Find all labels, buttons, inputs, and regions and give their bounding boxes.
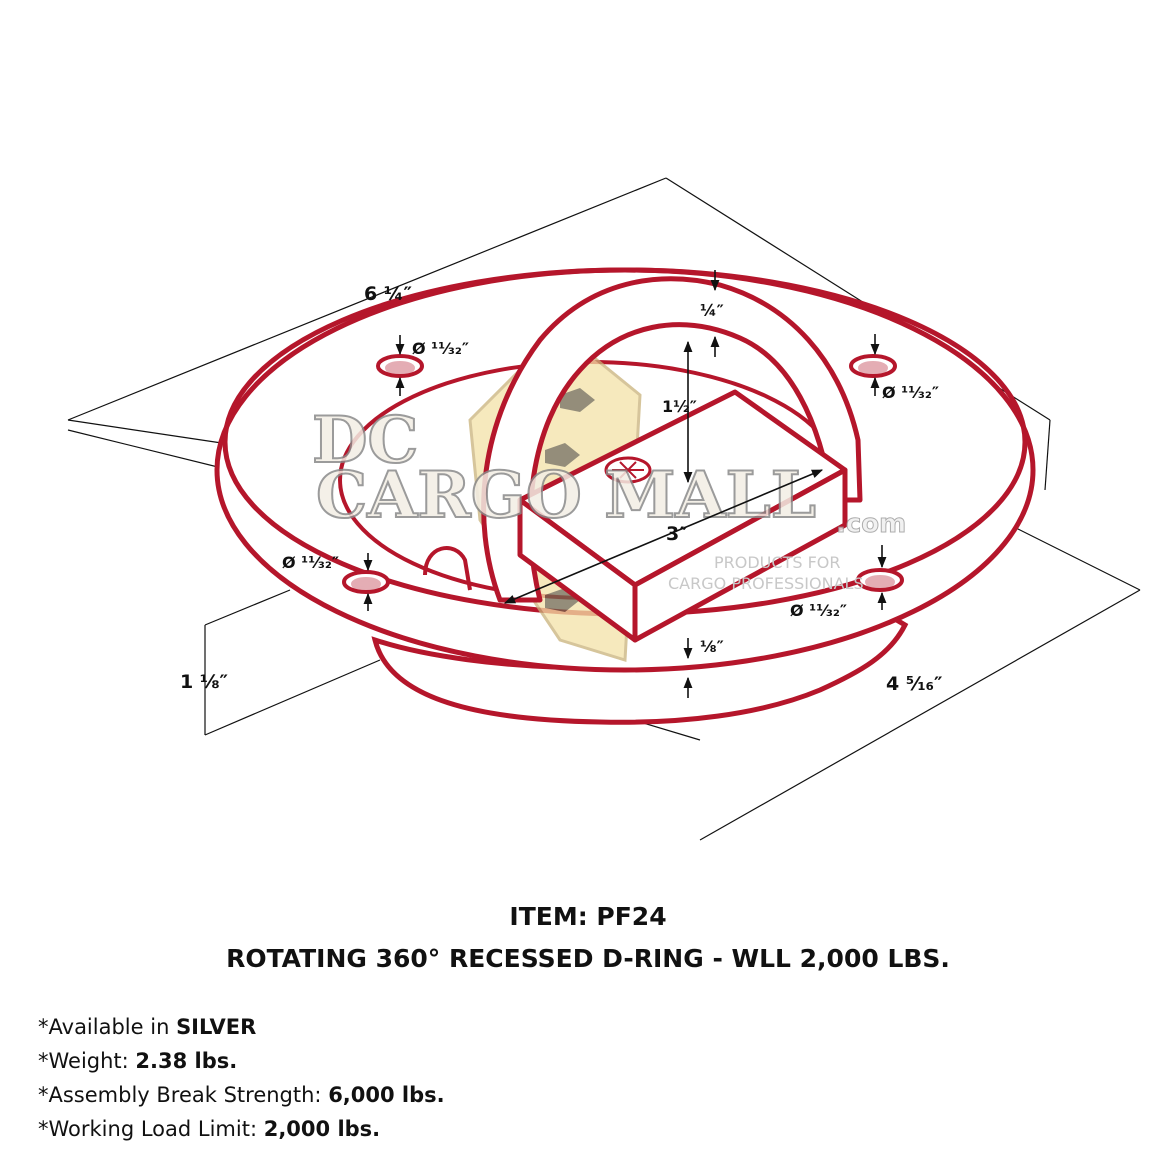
hole-bottom-right: [856, 568, 904, 592]
dim-hole-tl: Ø ¹¹⁄₃₂″: [412, 339, 469, 358]
spec-row-working-load: *Working Load Limit: 2,000 lbs.: [38, 1112, 445, 1146]
watermark-tagline1: PRODUCTS FOR: [714, 553, 841, 572]
spec-value: SILVER: [176, 1015, 257, 1039]
watermark-domain: .com: [836, 509, 906, 539]
product-title: ROTATING 360° RECESSED D-RING - WLL 2,00…: [226, 944, 950, 973]
hole-top-left: [376, 354, 424, 378]
d-ring-diagram: DC CARGO MALL .com PRODUCTS FOR CARGO PR…: [67, 177, 1141, 841]
dim-recess-length: 3″: [666, 523, 688, 545]
spec-list: *Available in SILVER *Weight: 2.38 lbs. …: [38, 1010, 445, 1146]
dimension-arrows: [363, 270, 887, 698]
hole-top-right: [849, 354, 897, 378]
spec-row-break-strength: *Assembly Break Strength: 6,000 lbs.: [38, 1078, 445, 1112]
spec-value: 2,000 lbs.: [263, 1117, 381, 1141]
watermark-line2: CARGO MALL: [316, 458, 816, 533]
dim-hole-bl: Ø ¹¹⁄₃₂″: [282, 553, 339, 572]
dimension-labels: 6 ¼″ ¼″ 1½″ 3″ Ø ¹¹⁄₃₂″ Ø ¹¹⁄₃₂″ Ø ¹¹⁄₃₂…: [180, 283, 943, 695]
watermark-tagline2: CARGO PROFESSIONALS: [668, 574, 864, 593]
dim-ring-thickness: ¼″: [700, 301, 724, 320]
spec-value: 6,000 lbs.: [328, 1083, 445, 1107]
watermark-line1: DC: [312, 403, 418, 478]
spec-row-weight: *Weight: 2.38 lbs.: [38, 1044, 445, 1078]
spec-row-availability: *Available in SILVER: [38, 1010, 445, 1044]
item-title: ITEM: PF24: [509, 902, 667, 931]
dim-ring-height: 1½″: [662, 397, 697, 416]
dim-height-total: 1 ⅛″: [180, 671, 229, 693]
dim-depth-side: 4 ⁵⁄₁₆″: [886, 673, 943, 695]
spec-label: *Assembly Break Strength:: [38, 1083, 329, 1107]
dim-width-top: 6 ¼″: [364, 283, 413, 305]
spec-label: *Available in: [38, 1015, 177, 1039]
hole-bottom-left: [342, 570, 390, 594]
mounting-holes: [342, 354, 904, 594]
spec-label: *Working Load Limit:: [38, 1117, 264, 1141]
dim-flange-thickness: ⅛″: [700, 637, 724, 656]
spec-value: 2.38 lbs.: [135, 1049, 238, 1073]
spec-label: *Weight:: [38, 1049, 136, 1073]
dim-hole-tr: Ø ¹¹⁄₃₂″: [882, 383, 939, 402]
dim-hole-br: Ø ¹¹⁄₃₂″: [790, 601, 847, 620]
